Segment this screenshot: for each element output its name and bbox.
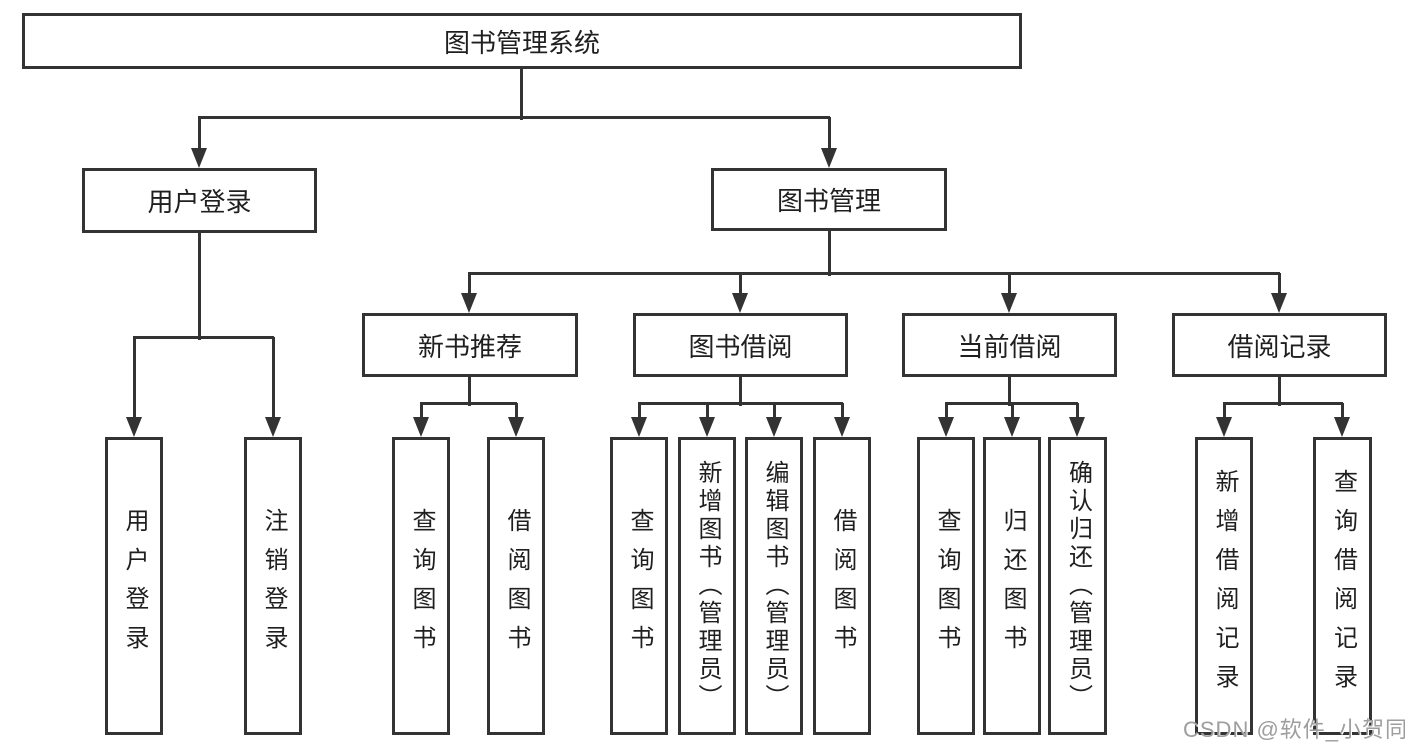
connector-line <box>706 403 709 420</box>
connector-line <box>1011 403 1014 420</box>
node-edit-books-admin: 编辑图书（管理员） <box>745 437 803 735</box>
node-borrow-books-recommend: 借阅图书 <box>487 437 545 735</box>
connector-line <box>198 116 830 119</box>
arrowhead-icon <box>1271 293 1287 313</box>
arrowhead-icon <box>508 417 524 437</box>
node-label-query-books-current: 查询图书 <box>933 508 960 664</box>
arrowhead-icon <box>1069 417 1085 437</box>
connector-line <box>468 273 471 296</box>
node-borrowing-records: 借阅记录 <box>1172 313 1387 377</box>
connector-line <box>638 402 843 405</box>
node-label-add-borrow-record: 新增借阅记录 <box>1211 469 1238 703</box>
node-book-management: 图书管理 <box>711 168 947 231</box>
node-label-borrow-books-recommend: 借阅图书 <box>503 508 530 664</box>
arrowhead-icon <box>265 417 281 437</box>
arrowhead-icon <box>1001 293 1017 313</box>
arrowhead-icon <box>1216 417 1232 437</box>
node-label-confirm-return-admin: 确认归还（管理员） <box>1064 460 1092 712</box>
arrowhead-icon <box>1334 417 1350 437</box>
watermark-text: CSDN @软件_小贺同学 <box>1183 717 1405 742</box>
connector-line <box>133 337 136 420</box>
arrowhead-icon <box>766 417 782 437</box>
connector-line <box>739 273 742 296</box>
connector-line <box>515 403 518 420</box>
node-borrow-books-borrowing: 借阅图书 <box>813 437 871 735</box>
arrowhead-icon <box>461 293 477 313</box>
node-add-books-admin: 新增图书（管理员） <box>678 437 736 735</box>
node-label-return-books: 归还图书 <box>999 508 1026 664</box>
connector-line <box>1278 273 1281 296</box>
connector-line <box>468 375 471 406</box>
connector-line <box>828 117 831 151</box>
arrowhead-icon <box>834 417 850 437</box>
node-query-borrow-record: 查询借阅记录 <box>1313 437 1372 735</box>
connector-line <box>1076 403 1079 420</box>
node-label-new-book-recommendation: 新书推荐 <box>417 331 522 362</box>
connector-line <box>468 272 1280 275</box>
connector-line <box>1278 375 1281 406</box>
node-label-book-borrowing: 图书借阅 <box>688 331 793 362</box>
arrowhead-icon <box>821 148 837 168</box>
node-query-books-current: 查询图书 <box>917 437 975 735</box>
connector-line <box>133 336 274 339</box>
arrowhead-icon <box>413 417 429 437</box>
connector-line <box>739 375 742 406</box>
node-label-edit-books-admin: 编辑图书（管理员） <box>761 460 788 712</box>
arrowhead-icon <box>191 148 207 168</box>
connector-line <box>1341 403 1344 420</box>
node-user-login-action: 用户登录 <box>105 437 163 735</box>
node-label-user-login: 用户登录 <box>147 187 252 217</box>
connector-line <box>272 337 275 420</box>
node-label-borrowing-records: 借阅记录 <box>1227 331 1332 362</box>
connector-line <box>420 403 423 420</box>
node-label-book-management: 图书管理 <box>776 186 881 216</box>
node-confirm-return-admin: 确认归还（管理员） <box>1048 437 1107 735</box>
node-current-borrowing: 当前借阅 <box>902 313 1117 377</box>
node-label-query-books-borrowing: 查询图书 <box>626 508 653 664</box>
connector-line <box>198 117 201 151</box>
node-label-add-books-admin: 新增图书（管理员） <box>694 460 721 712</box>
node-label-user-login-action: 用户登录 <box>121 508 148 664</box>
node-query-books-recommend: 查询图书 <box>392 437 450 735</box>
node-query-books-borrowing: 查询图书 <box>610 437 668 735</box>
connector-line <box>828 229 831 276</box>
node-label-query-books-recommend: 查询图书 <box>408 508 435 664</box>
connector-line <box>198 231 201 340</box>
connector-line <box>841 403 844 420</box>
connector-line <box>1008 273 1011 296</box>
connector-line <box>1223 403 1226 420</box>
arrowhead-icon <box>1004 417 1020 437</box>
node-root: 图书管理系统 <box>22 13 1022 69</box>
node-label-query-borrow-record: 查询借阅记录 <box>1329 469 1357 703</box>
node-label-current-borrowing: 当前借阅 <box>957 331 1062 362</box>
arrowhead-icon <box>938 417 954 437</box>
connector-line <box>420 402 517 405</box>
connector-line <box>638 403 641 420</box>
arrowhead-icon <box>699 417 715 437</box>
node-label-root: 图书管理系统 <box>443 27 600 58</box>
node-return-books: 归还图书 <box>983 437 1041 735</box>
node-label-borrow-books-borrowing: 借阅图书 <box>829 508 856 664</box>
arrowhead-icon <box>631 417 647 437</box>
connector-line <box>945 403 948 420</box>
node-label-logout-action: 注销登录 <box>260 508 287 664</box>
connector-line <box>1008 375 1011 406</box>
connector-line <box>1223 402 1343 405</box>
connector-line <box>520 67 523 120</box>
arrowhead-icon <box>732 293 748 313</box>
connector-line <box>773 403 776 420</box>
node-add-borrow-record: 新增借阅记录 <box>1195 437 1253 735</box>
node-logout-action: 注销登录 <box>244 437 302 735</box>
arrowhead-icon <box>126 417 142 437</box>
node-user-login: 用户登录 <box>82 168 317 233</box>
node-new-book-recommendation: 新书推荐 <box>362 313 578 377</box>
node-book-borrowing: 图书借阅 <box>633 313 848 377</box>
